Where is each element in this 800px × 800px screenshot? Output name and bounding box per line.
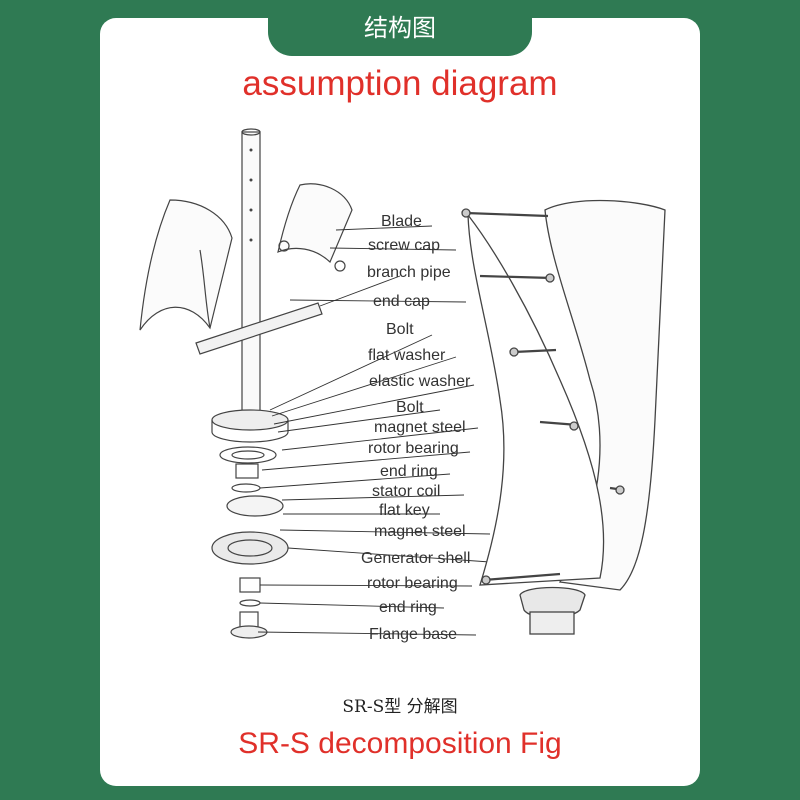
bolt-ring: [219, 446, 277, 464]
generator-shell-part: [211, 531, 289, 565]
lower-end-ring-part: [239, 599, 261, 607]
assembled-flange: [529, 611, 575, 635]
part-labels: Blade screw cap branch pipe end cap Bolt…: [361, 213, 471, 643]
diagram-title: assumption diagram: [242, 64, 558, 103]
part-label: flat washer: [368, 347, 446, 364]
rotor-disk: [211, 409, 289, 431]
leader-lines: [257, 225, 491, 636]
figure-caption: SR-S decomposition Fig: [238, 727, 562, 760]
generator-shell-inner: [227, 539, 273, 557]
part-label: rotor bearing: [368, 440, 459, 457]
part-label: Generator shell: [361, 550, 470, 567]
part-label: Bolt: [396, 399, 424, 416]
lower-bearing-part: [239, 577, 261, 593]
branch-pipe: [195, 302, 323, 355]
part-label: magnet steel: [374, 523, 466, 540]
part-label: end cap: [373, 293, 430, 310]
assembled-front-blade: [467, 212, 605, 586]
part-label: branch pipe: [367, 264, 451, 281]
model-caption: SR-S型 分解图: [342, 697, 458, 717]
part-label: rotor bearing: [367, 575, 458, 592]
part-label: Flange base: [369, 626, 457, 643]
part-label: Bolt: [386, 321, 414, 338]
part-label: end ring: [380, 463, 438, 480]
part-label: screw cap: [368, 237, 440, 254]
left-blade-edge: [199, 249, 211, 329]
left-blade: [139, 199, 233, 331]
central-shaft: [241, 131, 261, 421]
part-label: elastic washer: [369, 373, 471, 390]
header-tab-title: 结构图: [268, 0, 532, 56]
part-label: end ring: [379, 599, 437, 616]
screw-cap-part: [278, 240, 290, 252]
upper-blade: [277, 183, 353, 264]
shaft-top-cap: [241, 128, 261, 136]
rotor-bearing-part: [235, 463, 259, 479]
part-label: magnet steel: [374, 419, 466, 436]
part-label: stator coil: [372, 483, 440, 500]
rotor-disk-rim: [211, 420, 289, 443]
stator-coil-part: [226, 495, 284, 517]
part-label: flat key: [379, 502, 430, 519]
shaft-holes: [249, 148, 253, 242]
screw-cap-part-2: [334, 260, 346, 272]
assembled-back-blade: [544, 199, 666, 591]
assembled-bolts: [461, 208, 625, 585]
assembled-turbine: [461, 199, 666, 635]
part-label: Blade: [381, 213, 422, 230]
inner-ring: [231, 450, 265, 460]
exploded-parts: [139, 128, 491, 639]
end-ring-part: [231, 483, 261, 493]
